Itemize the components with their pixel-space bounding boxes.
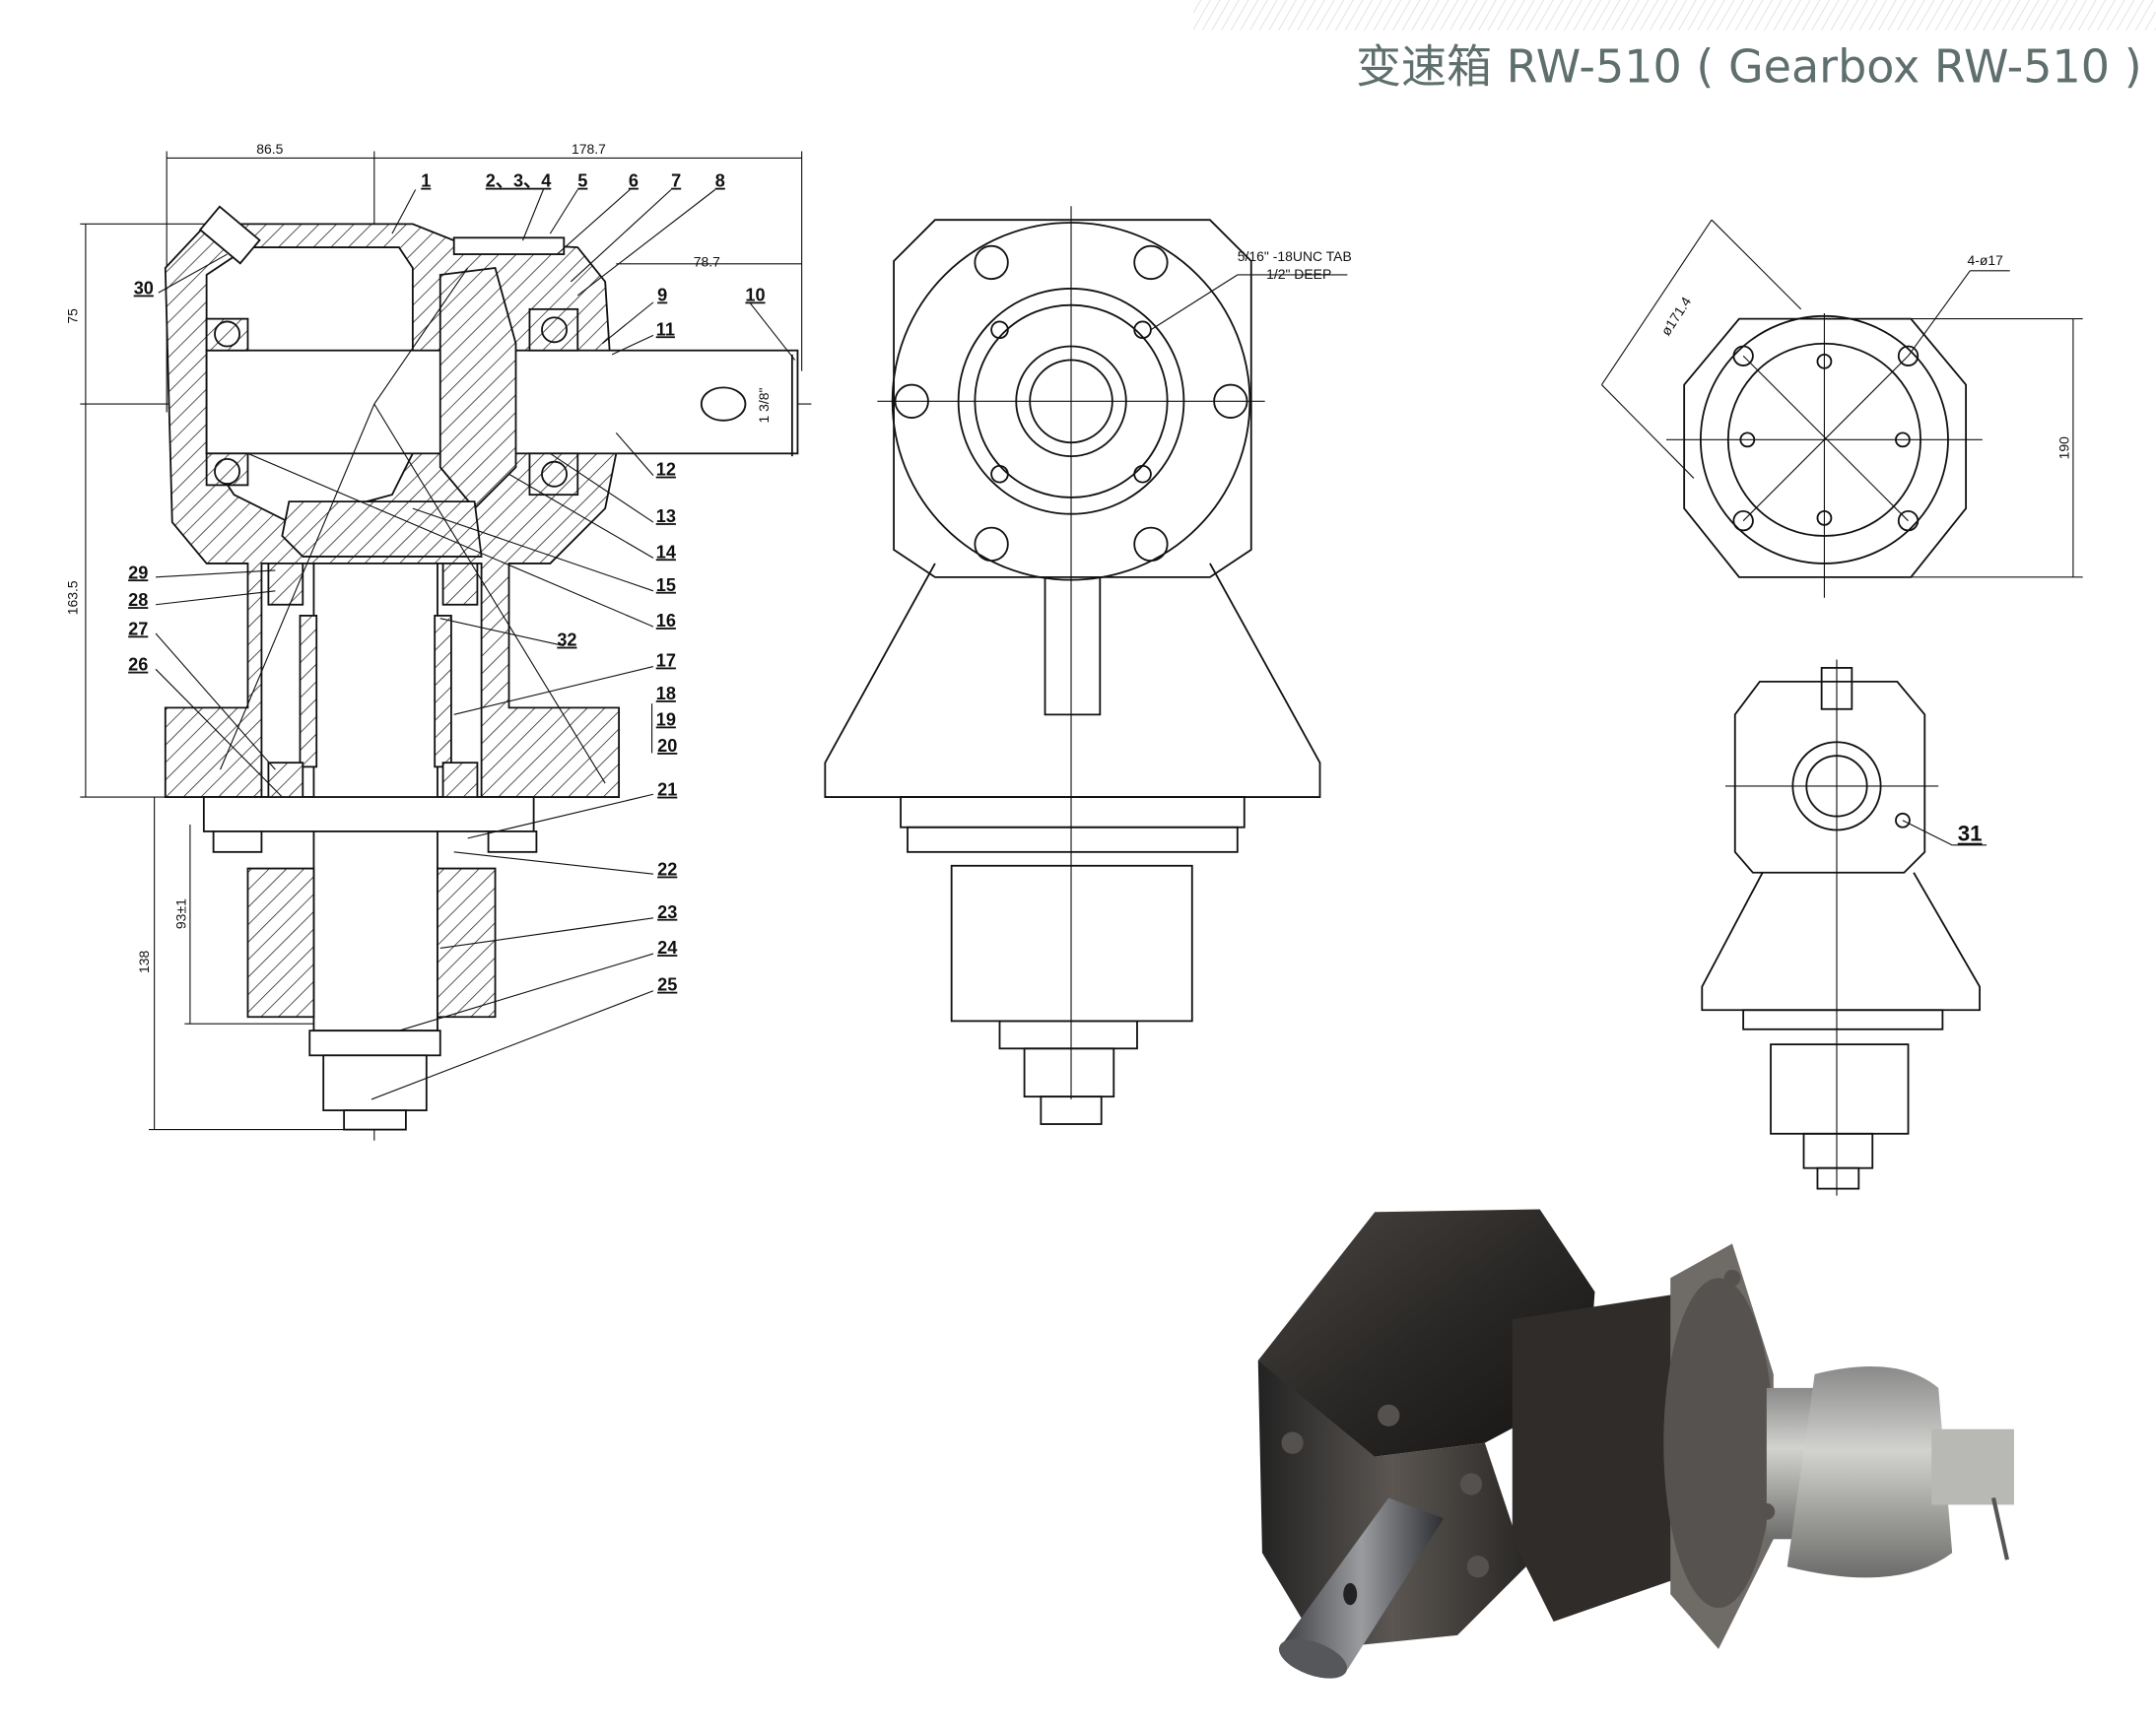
part-label-12: 12 xyxy=(656,460,676,480)
part-label-17: 17 xyxy=(656,651,676,671)
part-label-18: 18 xyxy=(656,684,676,703)
holes-dim: 4-ø17 xyxy=(1968,252,2004,268)
dim-hub-height: 93±1 xyxy=(173,898,189,929)
part-label-20: 20 xyxy=(657,736,677,756)
flange-height-dim: 190 xyxy=(2056,436,2072,460)
thread-note-line2: 1/2" DEEP xyxy=(1266,266,1331,282)
dim-upper-height: 75 xyxy=(65,308,81,324)
part-label-19: 19 xyxy=(656,710,676,730)
dim-total-width: 178.7 xyxy=(572,141,606,157)
part-label-30: 30 xyxy=(134,279,154,299)
part-label-29: 29 xyxy=(128,563,148,582)
side-view: 31 xyxy=(1701,659,1988,1196)
part-label-15: 15 xyxy=(656,575,676,595)
dim-shaft-length: 78.7 xyxy=(694,254,720,270)
dim-lower-height: 163.5 xyxy=(65,580,81,615)
part-label-21: 21 xyxy=(657,780,677,800)
part-label-7: 7 xyxy=(671,171,681,191)
flange-view: ø171.4 4-ø17 190 xyxy=(1600,219,2083,598)
part-label-10: 10 xyxy=(745,285,765,304)
part-label-14: 14 xyxy=(656,542,676,562)
front-view: 5/16" -18UNC TAB 1/2" DEEP xyxy=(824,206,1352,1125)
part-label-26: 26 xyxy=(128,655,148,675)
part-label-1: 1 xyxy=(421,171,431,191)
part-label-32: 32 xyxy=(557,631,576,650)
dim-bottom-height: 138 xyxy=(136,951,152,974)
part-label-8: 8 xyxy=(715,171,725,191)
section-view: 86.5 178.7 78.7 75 163.5 93±1 138 xyxy=(65,141,812,1141)
part-label-22: 22 xyxy=(657,860,677,880)
part-label-31: 31 xyxy=(1958,822,1983,846)
part-label-11: 11 xyxy=(656,319,675,339)
part-label-28: 28 xyxy=(128,590,148,610)
page-title: 变速箱 RW-510 ( Gearbox RW-510 ) xyxy=(1356,40,2142,94)
part-label-5: 5 xyxy=(577,171,587,191)
thread-note-line1: 5/16" -18UNC TAB xyxy=(1238,248,1352,264)
part-label-2-3-4: 2、3、4 xyxy=(486,171,551,191)
part-label-9: 9 xyxy=(657,285,667,304)
dim-shaft-diameter: 1 3/8" xyxy=(756,387,772,423)
part-label-25: 25 xyxy=(657,975,677,995)
header-stripe xyxy=(1193,0,2156,31)
shaft-diameter-label-backing xyxy=(755,376,774,434)
gearbox-photo xyxy=(1257,1209,2014,1679)
part-label-24: 24 xyxy=(657,938,677,958)
part-label-23: 23 xyxy=(657,902,677,922)
part-label-6: 6 xyxy=(629,171,639,191)
part-label-16: 16 xyxy=(656,611,676,631)
bolt-circle-dim: ø171.4 xyxy=(1657,294,1694,338)
dim-left-width: 86.5 xyxy=(256,141,283,157)
part-label-13: 13 xyxy=(656,506,676,526)
part-label-27: 27 xyxy=(128,619,148,638)
